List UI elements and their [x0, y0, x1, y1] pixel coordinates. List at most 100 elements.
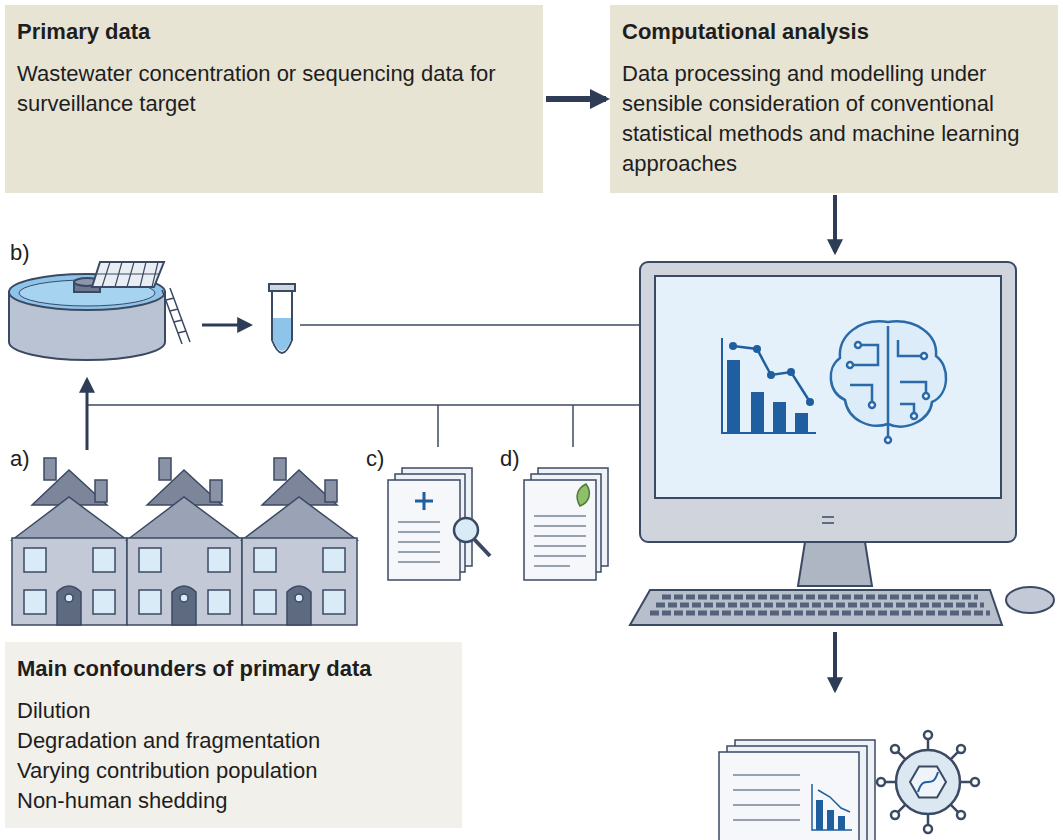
report-pages-part: [812, 784, 852, 830]
data-wire-part: [437, 405, 439, 447]
brain-icon-part: [855, 342, 861, 348]
box-body: Data processing and modelling under sens…: [622, 59, 1044, 179]
virus-icon-part: [877, 778, 885, 786]
report-pages-part: [816, 800, 823, 830]
houses-part: [325, 480, 337, 502]
brain-icon-part: [869, 402, 875, 408]
data-wire-part: [300, 324, 640, 326]
computer-part: [1006, 587, 1054, 613]
clinical-records-part: [388, 480, 460, 580]
houses-part: [295, 594, 303, 602]
virus-icon-part: [896, 750, 960, 814]
brain-icon-part: [850, 340, 926, 416]
sample-tube-part: [273, 318, 291, 351]
sample-tube-part: [272, 290, 292, 353]
houses-part: [208, 548, 230, 572]
flow-arrow: [202, 324, 250, 327]
houses-part: [274, 458, 286, 480]
virus-icon-part: [957, 745, 965, 753]
houses-part: [180, 594, 188, 602]
houses: [12, 458, 357, 625]
clinical-records-part: [474, 539, 490, 556]
clinical-records-part: [454, 518, 478, 542]
computer-part: [798, 542, 872, 586]
treatment-tank-part: [97, 262, 159, 287]
brain-icon: [831, 321, 946, 443]
flow-arrow: [833, 632, 837, 690]
brain-icon-part: [885, 437, 891, 443]
panel-letter: a): [10, 446, 30, 472]
houses-part: [242, 538, 357, 625]
report-pages-part: [838, 816, 845, 830]
box-heading: Computational analysis: [622, 17, 1044, 47]
houses-part: [210, 480, 222, 502]
chart-icon-part: [806, 398, 814, 406]
houses-part: [172, 586, 196, 625]
virus-icon: [877, 731, 979, 833]
brain-icon-part: [923, 393, 929, 399]
computer-part: [650, 597, 990, 613]
houses-part: [44, 458, 56, 480]
houses-part: [127, 538, 242, 625]
houses-part: [139, 548, 161, 572]
panel-letter: c): [366, 446, 384, 472]
virus-icon-part: [891, 811, 899, 819]
flow-arrow: [86, 380, 89, 450]
chart-icon-part: [773, 402, 786, 433]
virus-icon-part: [884, 738, 972, 826]
chart-icon-part: [753, 345, 761, 353]
environmental-records-part: [524, 480, 596, 580]
panel-letter: b): [10, 240, 30, 266]
virus-icon-part: [910, 766, 946, 797]
report-pages-part: [719, 752, 859, 840]
virus-icon-part: [924, 825, 932, 833]
computer-part: [630, 590, 1002, 625]
houses-part: [242, 497, 357, 540]
chart-icon-part: [733, 346, 810, 402]
list-item: Varying contribution population: [17, 756, 448, 786]
flow-arrow: [833, 195, 837, 252]
list-item: Dilution: [17, 696, 448, 726]
box-heading: Main confounders of primary data: [17, 654, 448, 684]
virus-icon-part: [957, 811, 965, 819]
brain-icon-part: [887, 326, 890, 440]
virus-icon-part: [971, 778, 979, 786]
chart-icon-part: [729, 342, 737, 350]
box-body: Wastewater concentration or sequencing d…: [17, 59, 529, 119]
treatment-tank: [9, 262, 190, 360]
chart-icon: [722, 338, 816, 433]
panel-letter: d): [500, 446, 520, 472]
computer-part: [640, 262, 1016, 542]
report-pages: [719, 740, 875, 840]
environmental-records: [524, 468, 608, 580]
houses-part: [93, 590, 115, 614]
clinical-records: [388, 468, 490, 580]
brain-icon-part: [847, 362, 853, 368]
clinical-records-part: [398, 522, 440, 562]
chart-icon-part: [795, 413, 808, 433]
chart-icon-part: [722, 338, 816, 433]
houses-part: [95, 480, 107, 502]
list-item: Non-human shedding: [17, 786, 448, 816]
report-pages-part: [733, 775, 800, 820]
houses-part: [208, 590, 230, 614]
virus-icon-part: [918, 772, 938, 792]
houses-part: [254, 590, 276, 614]
info-box: Computational analysisData processing an…: [610, 5, 1058, 193]
environmental-records-part: [534, 516, 586, 566]
houses-part: [323, 548, 345, 572]
info-box: Primary dataWastewater concentration or …: [5, 5, 543, 193]
houses-part: [159, 458, 171, 480]
computer-part: [822, 517, 834, 523]
environmental-records-part: [577, 484, 589, 506]
virus-icon-part: [891, 745, 899, 753]
computer: [630, 262, 1054, 625]
houses-part: [254, 548, 276, 572]
box-heading: Primary data: [17, 17, 529, 47]
houses-part: [287, 586, 311, 625]
houses-part: [139, 590, 161, 614]
houses-part: [323, 590, 345, 614]
data-wire-part: [87, 404, 640, 406]
sample-tube: [269, 284, 295, 353]
